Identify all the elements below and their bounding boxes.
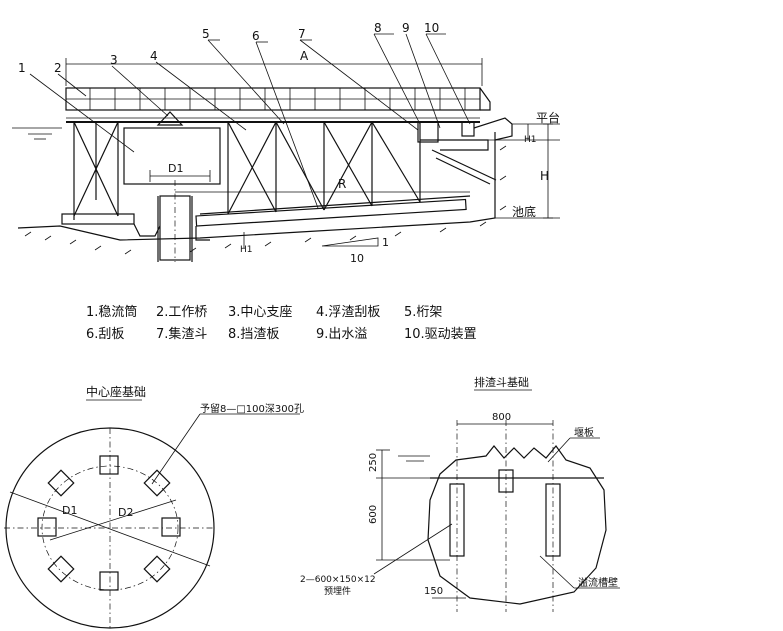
anchor-hole	[99, 571, 119, 591]
truss-left	[73, 121, 119, 220]
dim-A-text: A	[300, 49, 309, 63]
center-base-view: 中心座基础 予留8—□100深300孔 D1 D2	[4, 384, 304, 629]
embedded-plate-label: 2—600×150×12	[300, 575, 376, 585]
label-D2: D2	[118, 506, 133, 519]
stilling-well	[123, 127, 221, 185]
callout-9: 9	[402, 21, 410, 35]
callout-4: 4	[150, 49, 158, 63]
dim-D2-diag	[49, 499, 177, 541]
callout-6: 6	[252, 29, 260, 43]
callout-8: 8	[374, 21, 382, 35]
slag-base-outline	[427, 445, 607, 605]
legend-item-1: 1.稳流筒	[86, 304, 137, 320]
center-base-note: 予留8—□100深300孔	[200, 402, 304, 415]
dim-600-text: 600	[368, 505, 379, 524]
scraper-blades	[61, 198, 467, 241]
legend-item-3: 3.中心支座	[228, 305, 292, 320]
slope-indicator	[321, 237, 379, 247]
anchor-hole	[143, 469, 171, 497]
center-base-title: 中心座基础	[86, 384, 146, 399]
main-elevation-view: 1 2 3 4 5 6 7 8 9 10 A D1 R H H1 H1 平台 池…	[12, 21, 560, 265]
callout-5: 5	[202, 27, 210, 41]
anchor-hole	[37, 517, 57, 537]
dim-800-text: 800	[492, 412, 511, 423]
slag-base-title: 排渣斗基础	[474, 375, 529, 389]
center-support	[156, 111, 184, 126]
pool-bottom-label: 池底	[512, 204, 536, 219]
callout-1: 1	[18, 61, 26, 75]
legend-item-6: 6.刮板	[86, 327, 124, 342]
callout-2: 2	[54, 61, 62, 75]
dim-H1-text: H1	[524, 135, 537, 145]
truss-right	[227, 121, 421, 215]
anchor-hole	[47, 469, 75, 497]
dim-250-text: 250	[368, 453, 379, 472]
truss-bottom-chord	[199, 195, 471, 215]
anchor-hole	[47, 555, 75, 583]
callout-10: 10	[424, 21, 439, 35]
dim-D1-diag	[9, 491, 211, 567]
dim-R-text: R	[338, 177, 346, 191]
overflow-wall-label: 溢流槽壁	[578, 576, 618, 589]
legend-item-10: 10.驱动装置	[404, 327, 477, 342]
ground-hatching	[24, 145, 507, 255]
legend-item-9: 9.出水溢	[316, 327, 367, 342]
bridge-railing	[89, 88, 466, 110]
callout-7: 7	[298, 27, 306, 41]
dim-H1-lower-text: H1	[240, 245, 253, 255]
legend-item-2: 2.工作桥	[156, 305, 207, 320]
embedded-plate-label2: 预埋件	[324, 585, 351, 597]
legend-item-4: 4.浮渣刮板	[316, 305, 380, 320]
anchor-hole	[161, 517, 181, 537]
label-D1: D1	[62, 504, 77, 517]
dim-150-text: 150	[424, 586, 443, 597]
legend: 1.稳流筒 2.工作桥 3.中心支座 4.浮渣刮板 5.桁架 6.刮板 7.集渣…	[86, 304, 477, 342]
dim-H-text: H	[540, 169, 549, 183]
anchor-hole	[99, 455, 119, 475]
platform-label: 平台	[536, 110, 560, 125]
weir-label: 堰板	[574, 426, 594, 439]
slope-run-text: 10	[350, 252, 364, 265]
pool-bottom-line	[17, 132, 496, 241]
dim-D1-text: D1	[168, 162, 183, 175]
callout-3: 3	[110, 53, 118, 67]
callout-leaders	[29, 33, 471, 209]
legend-item-5: 5.桁架	[404, 305, 442, 320]
outlet-trough	[417, 117, 513, 185]
anchor-holes	[37, 455, 181, 591]
slag-base-view: 排渣斗基础 800 250 600 150 堰板	[300, 375, 620, 612]
bolt-circle	[41, 465, 179, 591]
legend-item-7: 7.集渣斗	[156, 326, 207, 342]
slope-rise-text: 1	[382, 236, 389, 249]
anchor-hole	[143, 555, 171, 583]
legend-item-8: 8.挡渣板	[228, 327, 279, 342]
